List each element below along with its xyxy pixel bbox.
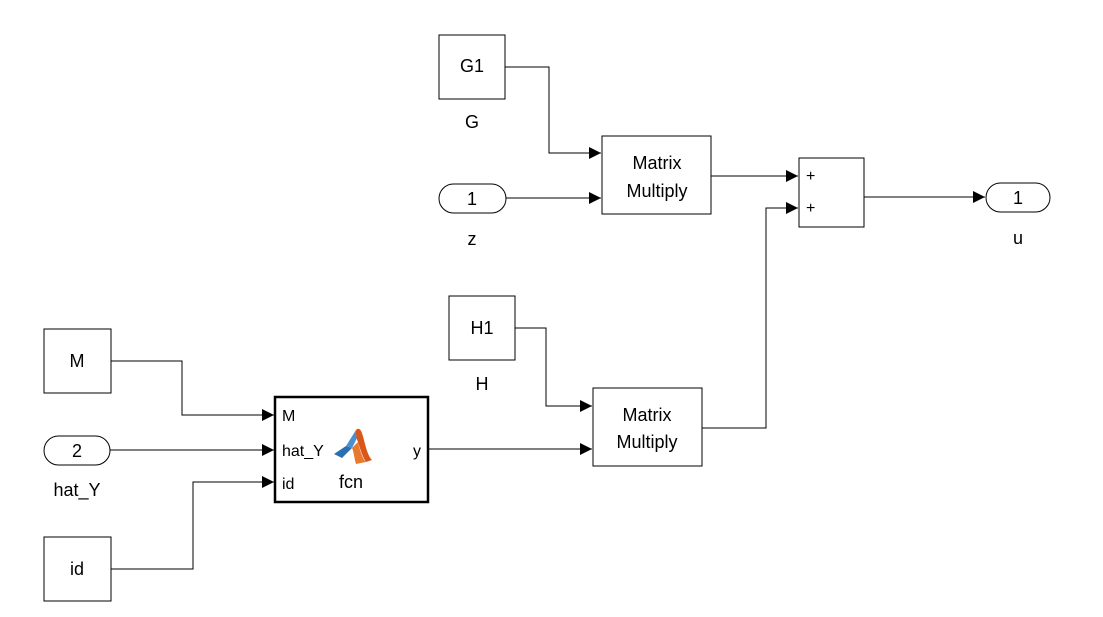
block-text-line1: Matrix	[623, 405, 672, 425]
constant-block-m[interactable]: M	[43, 328, 112, 394]
port-number: 2	[72, 441, 82, 461]
block-value: H1	[470, 318, 493, 338]
block-label: u	[1013, 228, 1023, 248]
block-text-line2: Multiply	[616, 432, 677, 452]
constant-block-h1[interactable]: H1 H	[448, 295, 516, 394]
block-label: hat_Y	[53, 480, 100, 501]
wire-id-to-fcn[interactable]	[111, 476, 274, 570]
input-port-label-m: M	[282, 408, 295, 425]
inport-block-z[interactable]: 1 z	[438, 183, 507, 249]
wire-m-to-fcn[interactable]	[111, 360, 274, 421]
matlab-function-block-fcn[interactable]: M hat_Y id y fcn	[273, 395, 430, 504]
sum-sign-2: +	[806, 200, 815, 217]
output-port-label-y: y	[413, 443, 421, 460]
block-value: M	[70, 351, 85, 371]
matlab-logo-icon	[334, 428, 372, 464]
input-port-label-id: id	[282, 476, 294, 493]
constant-block-id[interactable]: id	[43, 536, 112, 602]
block-label: G	[465, 112, 479, 132]
block-value: G1	[460, 56, 484, 76]
input-port-label-hat-y: hat_Y	[282, 443, 324, 460]
block-text-line1: Matrix	[633, 153, 682, 173]
port-number: 1	[467, 189, 477, 209]
block-text-line2: Multiply	[626, 181, 687, 201]
wire-g1-to-mm-top[interactable]	[505, 66, 601, 159]
block-value: id	[70, 559, 84, 579]
inport-block-hat-y[interactable]: 2 hat_Y	[43, 435, 111, 501]
sum-sign-1: +	[806, 168, 815, 185]
matrix-multiply-block-top[interactable]: Matrix Multiply	[601, 135, 712, 215]
wire-h1-to-mm-bottom[interactable]	[515, 327, 592, 412]
block-function-name: fcn	[339, 472, 363, 492]
block-label: z	[468, 229, 477, 249]
outport-block-u[interactable]: 1 u	[985, 182, 1051, 248]
constant-block-g1[interactable]: G1 G	[438, 34, 506, 132]
port-number: 1	[1013, 188, 1023, 208]
block-label: H	[476, 374, 489, 394]
signal-lines	[110, 66, 985, 570]
wire-mm-bottom-to-sum[interactable]	[702, 202, 798, 429]
sum-block[interactable]: + +	[798, 157, 865, 228]
matrix-multiply-block-bottom[interactable]: Matrix Multiply	[592, 387, 703, 467]
